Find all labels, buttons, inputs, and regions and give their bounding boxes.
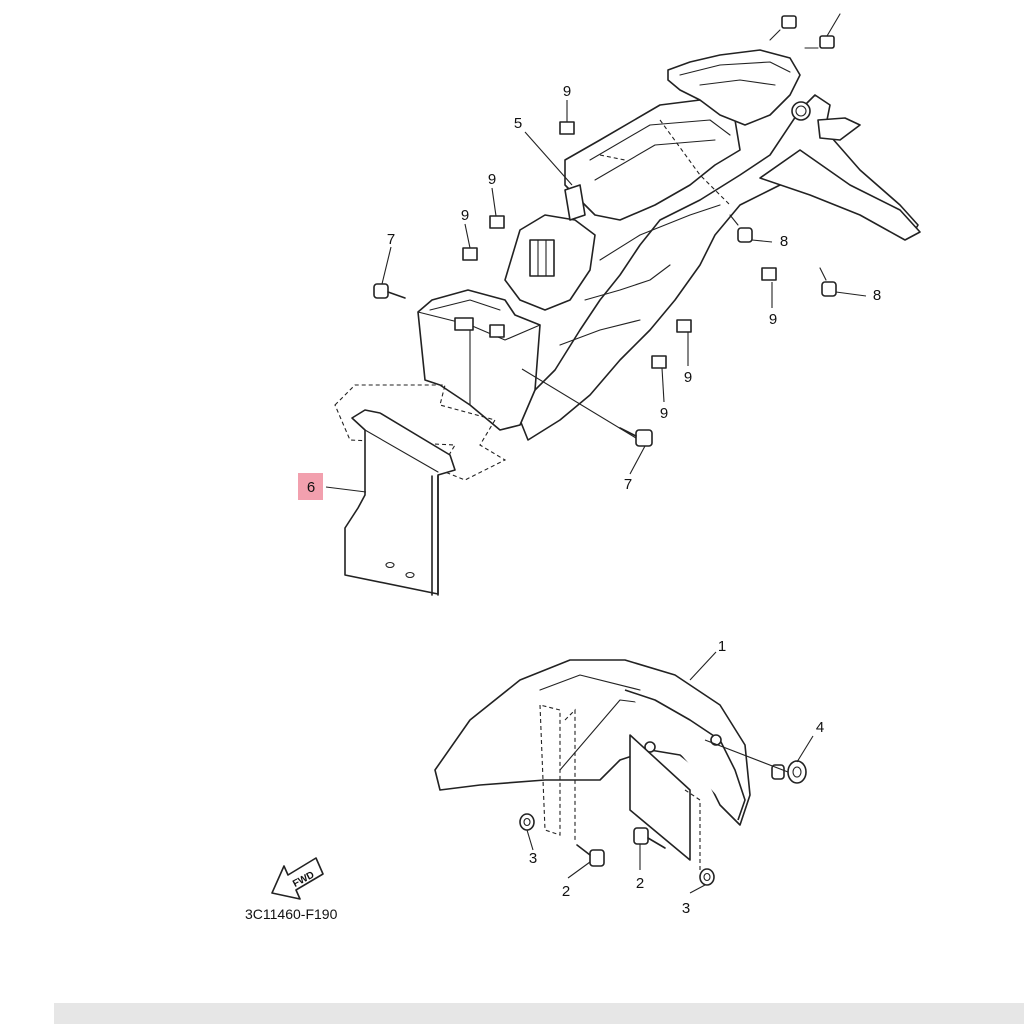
bolt-icon [769,15,797,41]
mud-flap-outline-dashed [334,384,507,481]
callout-9: 9 [488,171,496,188]
nut-9-icon [559,121,575,135]
mud-flap-part-6 [344,409,456,596]
highlight-box-part-6 [298,473,323,500]
callouts: 9 5 9 9 7 8 8 9 9 9 7 6 1 4 3 2 2 3 [298,83,881,917]
callout-9: 9 [684,369,692,386]
nut-9-icon [676,319,692,333]
fwd-arrow-icon: FWD [271,857,324,900]
callout-1: 1 [718,638,726,655]
bolt-8-icon [729,214,753,243]
callout-4: 4 [816,719,824,736]
bolt-2-icon [576,844,605,867]
nut-9-icon [462,247,478,261]
callout-2: 2 [562,883,570,900]
washer-3-icon [699,868,715,886]
callout-7: 7 [387,231,395,248]
bolt-icon [804,13,841,49]
callout-3: 3 [529,850,537,867]
leader-lines [325,100,867,894]
callout-2: 2 [636,875,644,892]
nut-9-icon [489,215,505,229]
bolt-8-icon [819,267,837,297]
callout-8: 8 [780,233,788,250]
bolt-4-icon [771,760,807,784]
washer-3-icon [519,813,535,831]
front-fender-part-1 [434,659,751,870]
callout-9: 9 [769,311,777,328]
bolt-7-icon [373,283,406,299]
callout-8: 8 [873,287,881,304]
fasteners [373,13,841,886]
callout-7: 7 [624,476,632,493]
bottom-scrollbar-track[interactable] [54,1003,1024,1024]
bolt-2-icon [633,827,666,849]
rear-fender-assembly [417,49,921,441]
callout-6-highlighted[interactable]: 6 [307,479,315,496]
callout-9: 9 [461,207,469,224]
callout-9: 9 [660,405,668,422]
callout-5: 5 [514,115,522,132]
callout-9: 9 [563,83,571,100]
callout-3: 3 [682,900,690,917]
nut-9-icon [761,267,777,281]
nut-9-icon [651,355,667,369]
drawing-code: 3C11460-F190 [245,906,338,922]
